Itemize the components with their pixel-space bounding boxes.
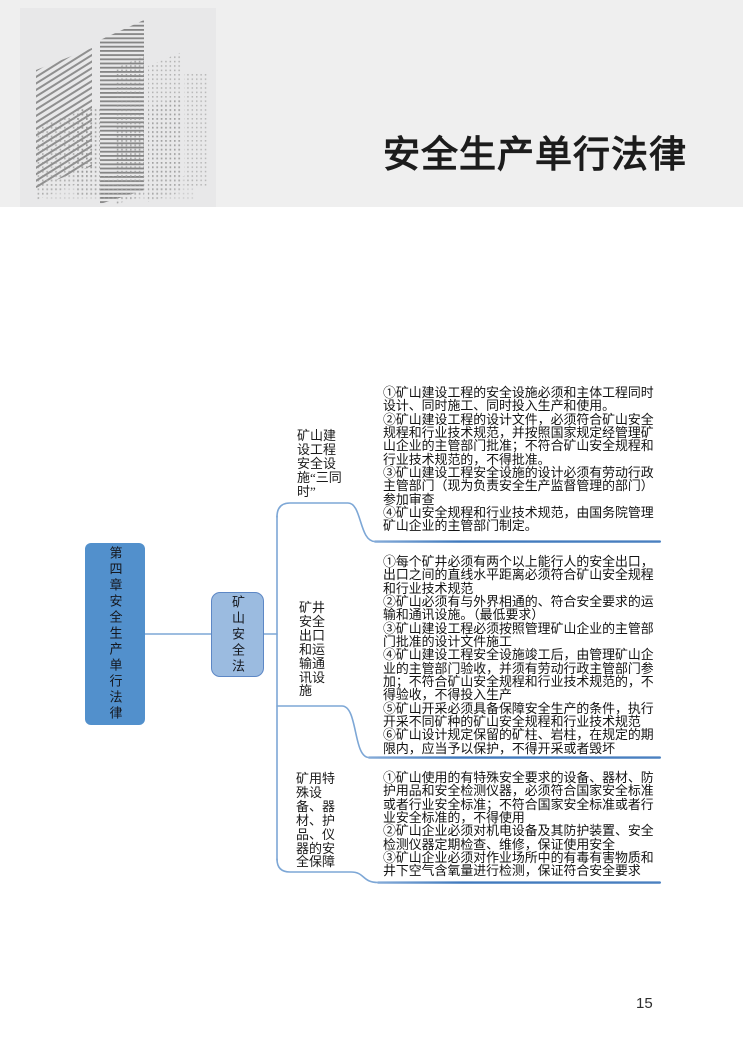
item-text: ①每个矿井必须有两个以上能行人的安全出口，出口之间的直线水平距离必须符合矿山安全… bbox=[383, 555, 654, 596]
item-text: ⑤矿山开采必须具备保障安全生产的条件，执行开采不同矿种的矿山安全规程和行业技术规… bbox=[383, 701, 654, 730]
item-text: ①矿山使用的有特殊安全要求的设备、器材、防护用品和安全检测仪器，必须符合国家安全… bbox=[383, 771, 654, 826]
branch-2-items: ①每个矿井必须有两个以上能行人的安全出口，出口之间的直线水平距离必须符合矿山安全… bbox=[383, 555, 663, 756]
item-text: ①矿山建设工程的安全设施必须和主体工程同时设计、同时施工、同时投入生产和使用。 bbox=[383, 386, 654, 414]
branch-label-1: 矿山建设工程安全设施“三同时” bbox=[297, 428, 342, 499]
branch-1-underline bbox=[374, 540, 661, 543]
item-text: ③矿山企业必须对作业场所中的有毒有害物质和井下空气含氧量进行检测，保证符合安全要… bbox=[383, 851, 654, 879]
item-text: ②矿山企业必须对机电设备及其防护装置、安全检测仪器定期检查、维修，保证使用安全 bbox=[383, 824, 654, 852]
branch-label-2: 矿井安全出口和运输通讯设施 bbox=[299, 600, 326, 699]
branch-2-underline bbox=[368, 756, 661, 759]
root-topic: 第四章安全生产单行法律 bbox=[85, 543, 145, 725]
branch-3-items: ①矿山使用的有特殊安全要求的设备、器材、防护用品和安全检测仪器，必须符合国家安全… bbox=[383, 771, 663, 879]
center-topic-label: 矿山安全法 bbox=[230, 594, 245, 675]
root-topic-label: 第四章安全生产单行法律 bbox=[107, 546, 123, 722]
item-text: ③矿山建设工程安全设施的设计必须有劳动行政主管部门（现为负责安全生产监督管理的部… bbox=[383, 466, 654, 507]
item-text: ②矿山必须有与外界相通的、符合安全要求的运输和通讯设施。（最低要求） bbox=[383, 595, 654, 623]
branch-3-underline bbox=[377, 881, 661, 884]
buildings-illustration bbox=[20, 8, 216, 207]
branch-3-curve bbox=[276, 858, 379, 884]
page-number: 15 bbox=[636, 995, 653, 1012]
center-topic: 矿山安全法 bbox=[211, 592, 264, 677]
item-text: ③矿山建设工程必须按照管理矿山企业的主管部门批准的设计文件施工 bbox=[383, 621, 654, 650]
item-text: ②矿山建设工程的设计文件，必须符合矿山安全规程和行业技术规范，并按照国家规定经管… bbox=[383, 412, 654, 467]
branch-label-3: 矿用特殊设备、器材、护品、仪器的安全保障 bbox=[296, 771, 336, 870]
item-text: ④矿山建设工程安全设施竣工后，由管理矿山企业的主管部门验收，并须有劳动行政主管部… bbox=[383, 648, 654, 703]
branch-1-curve bbox=[276, 502, 376, 543]
branch-1-items: ①矿山建设工程的安全设施必须和主体工程同时设计、同时施工、同时投入生产和使用。 … bbox=[383, 386, 663, 534]
buildings-icon bbox=[36, 20, 208, 204]
item-text: ④矿山安全规程和行业技术规范，由国务院管理矿山企业的主管部门制定。 bbox=[383, 506, 654, 534]
branch-2-curve bbox=[276, 705, 370, 759]
item-text: ⑥矿山设计规定保留的矿柱、岩柱，在规定的期限内，应当予以保护，不得开采或者毁坏 bbox=[383, 728, 654, 756]
page-title: 安全生产单行法律 bbox=[383, 134, 687, 175]
page-header: 安全生产单行法律 bbox=[0, 0, 743, 207]
